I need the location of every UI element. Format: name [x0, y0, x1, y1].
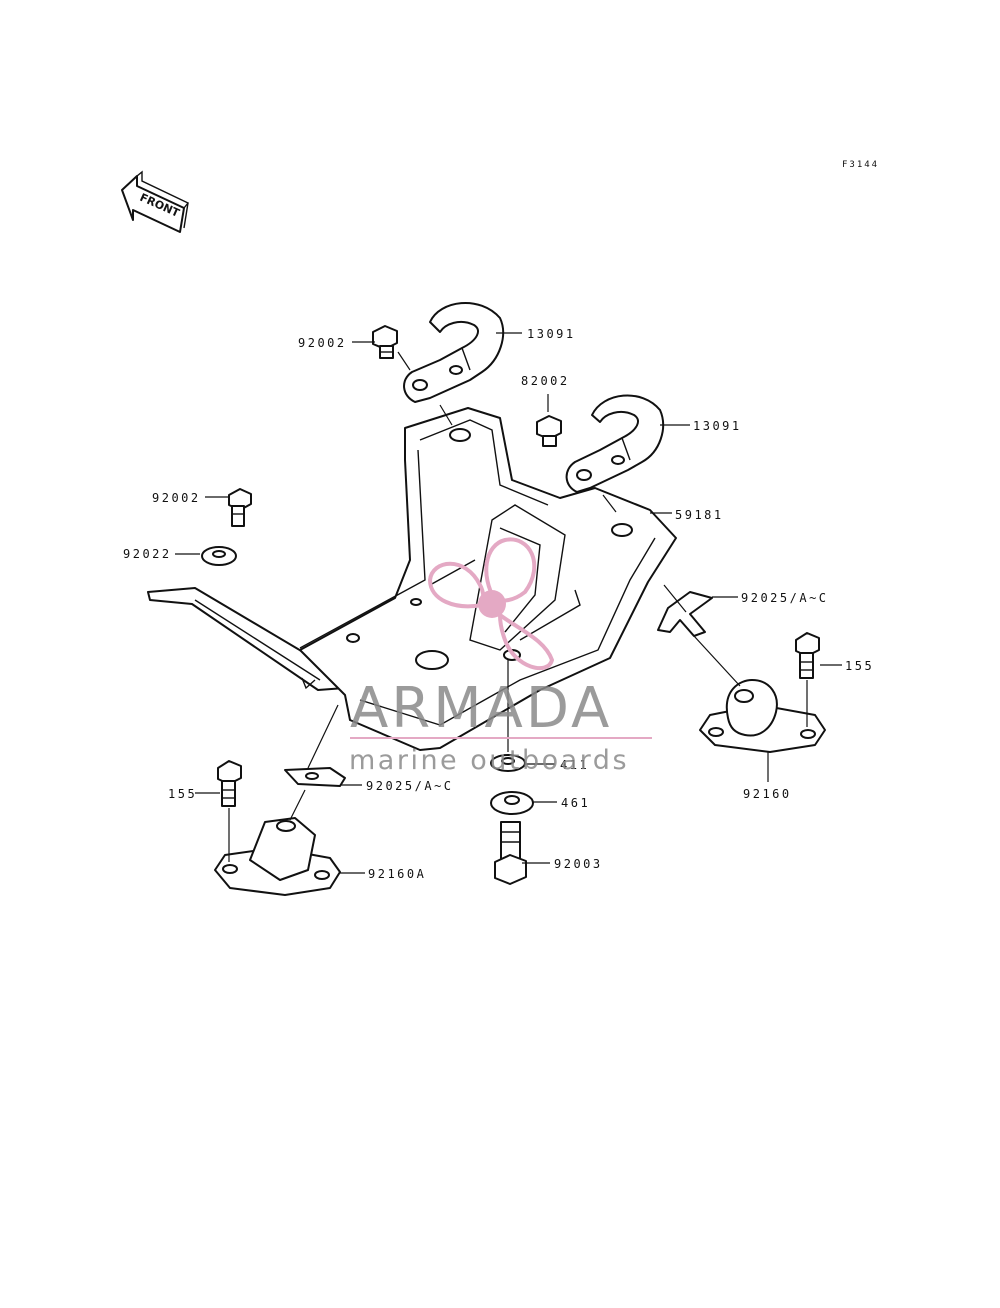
washer-411	[490, 754, 526, 772]
engine-mount-92160	[699, 679, 826, 753]
engine-mount-92160a	[214, 817, 341, 896]
watermark: ARMADA marine outboards	[349, 537, 652, 776]
callout-92025: 92025/A~C	[741, 591, 829, 605]
mount-hole	[410, 598, 422, 606]
callout-13091: 13091	[693, 419, 742, 433]
watermark-tagline: marine outboards	[349, 745, 629, 776]
washer-92022	[201, 546, 237, 566]
propeller-logo-icon	[427, 537, 555, 671]
callout-92002: 92002	[298, 336, 347, 350]
stopper-92025-left	[284, 767, 346, 787]
bolt-155-right	[795, 632, 820, 679]
callout-92002: 92002	[152, 491, 201, 505]
leader-lines	[175, 332, 842, 874]
clamp-13091-right	[565, 394, 665, 493]
bolt-92002-left	[228, 488, 252, 527]
callout-92022: 92022	[123, 547, 172, 561]
bolt-155-left	[217, 760, 242, 807]
bolt-82002	[536, 415, 562, 447]
watermark-brand: ARMADA	[350, 676, 612, 741]
callout-411: 411	[560, 758, 589, 772]
callout-92003: 92003	[554, 857, 603, 871]
washer-461	[490, 791, 534, 815]
callout-13091: 13091	[527, 327, 576, 341]
callout-92160: 92160	[743, 787, 792, 801]
callout-59181: 59181	[675, 508, 724, 522]
figure-code: F3144	[842, 160, 879, 170]
bolt-92003	[494, 821, 527, 885]
mount-hole	[415, 650, 449, 670]
mount-hole	[346, 633, 360, 643]
callout-82002: 82002	[521, 374, 570, 388]
callout-labels: 92002 13091 82002 13091 59181 92002 9202…	[123, 327, 874, 881]
callout-92025: 92025/A~C	[366, 779, 454, 793]
callout-461: 461	[561, 796, 590, 810]
callout-92160a: 92160A	[368, 867, 426, 881]
stopper-92025-right	[657, 591, 713, 637]
clamp-13091-left	[403, 302, 505, 403]
front-arrow-icon: FRONT	[121, 170, 190, 233]
callout-155: 155	[168, 787, 197, 801]
mount-hole	[611, 523, 633, 537]
callout-155: 155	[845, 659, 874, 673]
mount-hole	[449, 428, 471, 442]
bolt-92002-upper	[372, 325, 398, 359]
